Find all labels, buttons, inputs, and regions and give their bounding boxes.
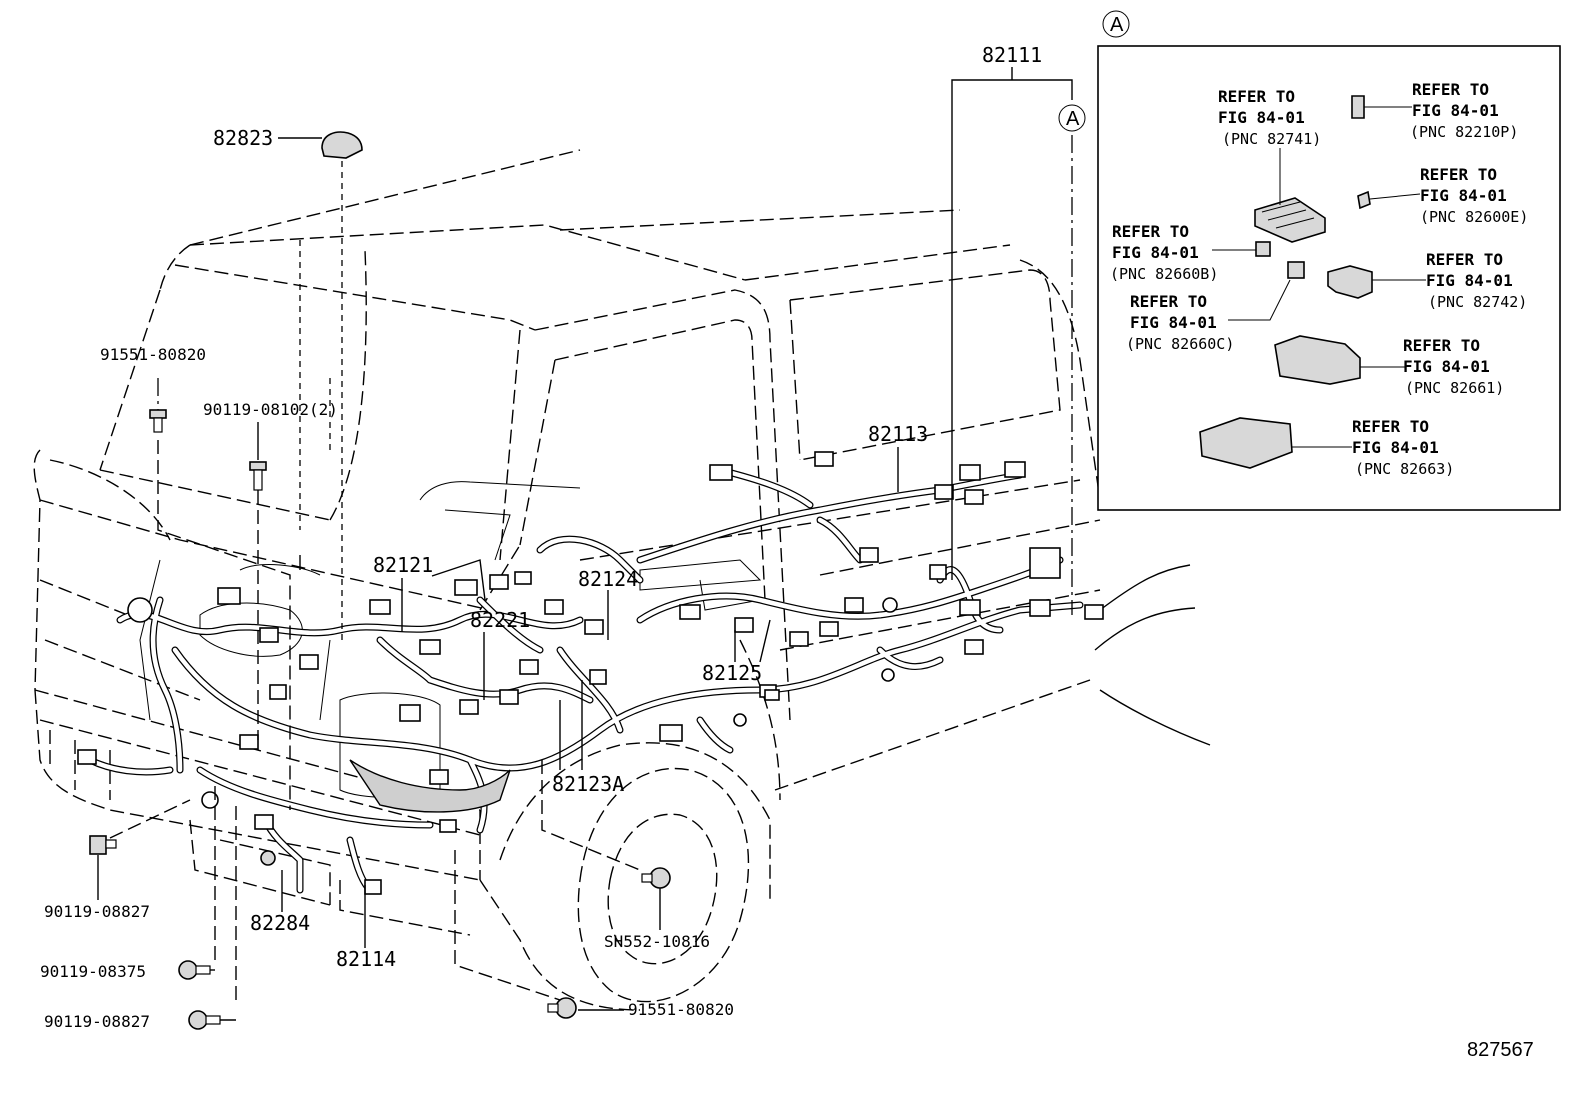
refer-82663: REFER TO FIG 84-01 (PNC 82663) (1352, 417, 1454, 478)
callout-a-inner-icon (1058, 104, 1086, 132)
inset-box-a: REFER TO FIG 84-01 (PNC 82741) REFER TO … (1097, 45, 1561, 511)
bolt-90119-08375-icon (178, 960, 211, 980)
truck-body-outline (33, 149, 1211, 1011)
refer-82660c: REFER TO FIG 84-01 (PNC 82660C) (1126, 292, 1234, 353)
relay-82742-part (1327, 265, 1373, 299)
svg-text:FIG 84-01: FIG 84-01 (1412, 101, 1499, 120)
relay-82210p-part (1351, 95, 1365, 119)
connectors (77, 451, 1104, 895)
svg-text:(PNC 82663): (PNC 82663) (1355, 460, 1454, 478)
label-82113: 82113 (868, 422, 928, 446)
svg-text:REFER TO: REFER TO (1218, 87, 1295, 106)
svg-text:FIG 84-01: FIG 84-01 (1112, 243, 1199, 262)
label-82221: 82221 (470, 608, 530, 632)
label-90119-08827-b: 90119-08827 (44, 1012, 150, 1031)
leader-lines (97, 67, 1073, 1021)
label-82823: 82823 (213, 126, 273, 150)
label-82284: 82284 (250, 911, 310, 935)
fasteners (89, 131, 671, 1030)
refer-82660b: REFER TO FIG 84-01 (PNC 82660B) (1110, 222, 1218, 283)
label-90119-08375: 90119-08375 (40, 962, 146, 981)
svg-text:REFER TO: REFER TO (1420, 165, 1497, 184)
relay-82660b-part (1255, 241, 1271, 257)
cap-82823-part (321, 131, 363, 159)
grommet-82284-icon (260, 850, 276, 866)
cover-82661-part (1274, 335, 1361, 385)
figure-id: 827567 (1467, 1039, 1534, 1061)
svg-text:REFER TO: REFER TO (1130, 292, 1207, 311)
bolt-91551-bottom-icon (547, 997, 577, 1019)
label-82124: 82124 (578, 567, 638, 591)
bolt-90119-08827-a-icon (89, 835, 117, 855)
wiring-harnesses (86, 466, 1084, 894)
label-82114: 82114 (336, 947, 396, 971)
svg-text:REFER TO: REFER TO (1412, 80, 1489, 99)
box-82663-part (1199, 417, 1293, 469)
svg-text:FIG 84-01: FIG 84-01 (1426, 271, 1513, 290)
label-90119-08827-a: 90119-08827 (44, 902, 150, 921)
refer-82741: REFER TO FIG 84-01 (PNC 82741) (1218, 87, 1321, 148)
label-91551-80820-bottom: 91551-80820 (628, 1000, 734, 1019)
label-90119-08102: 90119-08102(2) (203, 400, 338, 419)
svg-text:REFER TO: REFER TO (1403, 336, 1480, 355)
label-82111: 82111 (982, 43, 1042, 67)
svg-text:(PNC 82742): (PNC 82742) (1428, 293, 1527, 311)
label-91551-80820-top: 91551-80820 (100, 345, 206, 364)
bolt-90119-08102-icon (249, 461, 267, 491)
relay-82600e-part (1357, 190, 1371, 210)
svg-text:FIG 84-01: FIG 84-01 (1352, 438, 1439, 457)
refer-82742: REFER TO FIG 84-01 (PNC 82742) (1426, 250, 1527, 311)
label-82123a: 82123A (552, 772, 624, 796)
svg-text:(PNC 82741): (PNC 82741) (1222, 130, 1321, 148)
svg-text:FIG 84-01: FIG 84-01 (1403, 357, 1490, 376)
part-labels: 82823 82111 82113 82121 82124 82221 8212… (40, 10, 1534, 1061)
refer-82661: REFER TO FIG 84-01 (PNC 82661) (1403, 336, 1504, 397)
svg-text:FIG 84-01: FIG 84-01 (1420, 186, 1507, 205)
svg-text:REFER TO: REFER TO (1112, 222, 1189, 241)
svg-text:(PNC 82661): (PNC 82661) (1405, 379, 1504, 397)
svg-text:(PNC 82600E): (PNC 82600E) (1420, 208, 1528, 226)
svg-text:FIG 84-01: FIG 84-01 (1218, 108, 1305, 127)
label-82125: 82125 (702, 661, 762, 685)
bolt-91551-top-icon (149, 409, 167, 433)
label-sh552-10816: SH552-10816 (604, 932, 710, 951)
callout-a-outer-icon (1102, 10, 1130, 38)
refer-82210p: REFER TO FIG 84-01 (PNC 82210P) (1410, 80, 1518, 141)
svg-text:(PNC 82660B): (PNC 82660B) (1110, 265, 1218, 283)
callout-a-inner-label: A (1066, 108, 1080, 130)
bolt-90119-08827-b-icon (188, 1010, 221, 1030)
svg-text:(PNC 82660C): (PNC 82660C) (1126, 335, 1234, 353)
bolt-sh552-icon (641, 867, 671, 889)
relay-82660c-part (1287, 261, 1305, 279)
svg-text:(PNC 82210P): (PNC 82210P) (1410, 123, 1518, 141)
svg-text:REFER TO: REFER TO (1352, 417, 1429, 436)
label-82121: 82121 (373, 553, 433, 577)
svg-text:REFER TO: REFER TO (1426, 250, 1503, 269)
callout-a-outer-label: A (1110, 14, 1124, 36)
svg-text:FIG 84-01: FIG 84-01 (1130, 313, 1217, 332)
refer-82600e: REFER TO FIG 84-01 (PNC 82600E) (1420, 165, 1528, 226)
